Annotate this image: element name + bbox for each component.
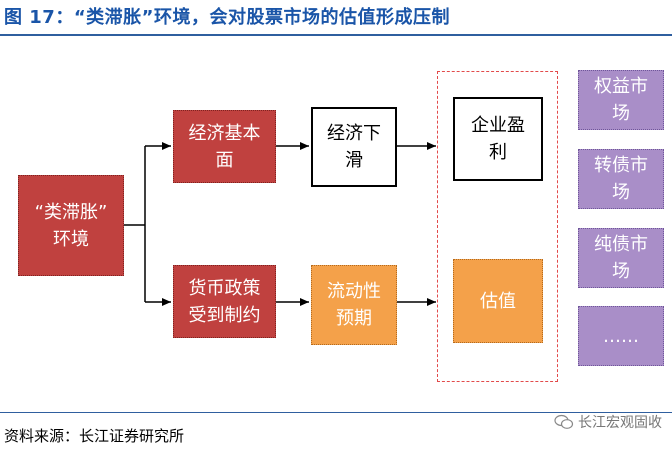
node-fundamentals: 经济基本 面 (173, 110, 276, 183)
node-policy: 货币政策 受到制约 (173, 265, 276, 338)
node-valuation: 估值 (453, 259, 543, 343)
figure-title: 图 17：“类滞胀”环境，会对股票市场的估值形成压制 (4, 7, 450, 28)
footer-rule (0, 412, 672, 413)
node-decline: 经济下 滑 (311, 107, 397, 187)
watermark: 长江宏观固收 (554, 412, 662, 432)
outcome-group-dashed-frame (437, 71, 558, 382)
market-equity: 权益市 场 (578, 70, 664, 130)
market-pure-bond: 纯债市 场 (578, 228, 664, 288)
market-convertible: 转债市 场 (578, 149, 664, 209)
node-liquidity: 流动性 预期 (311, 265, 397, 345)
node-stagflation: “类滞胀” 环境 (18, 175, 124, 276)
title-rule (0, 34, 672, 36)
watermark-text: 长江宏观固收 (578, 415, 662, 431)
market-more: …… (578, 306, 664, 366)
node-profit: 企业盈 利 (453, 97, 543, 181)
wechat-icon (554, 414, 574, 429)
source-note: 资料来源：长江证券研究所 (4, 427, 185, 445)
